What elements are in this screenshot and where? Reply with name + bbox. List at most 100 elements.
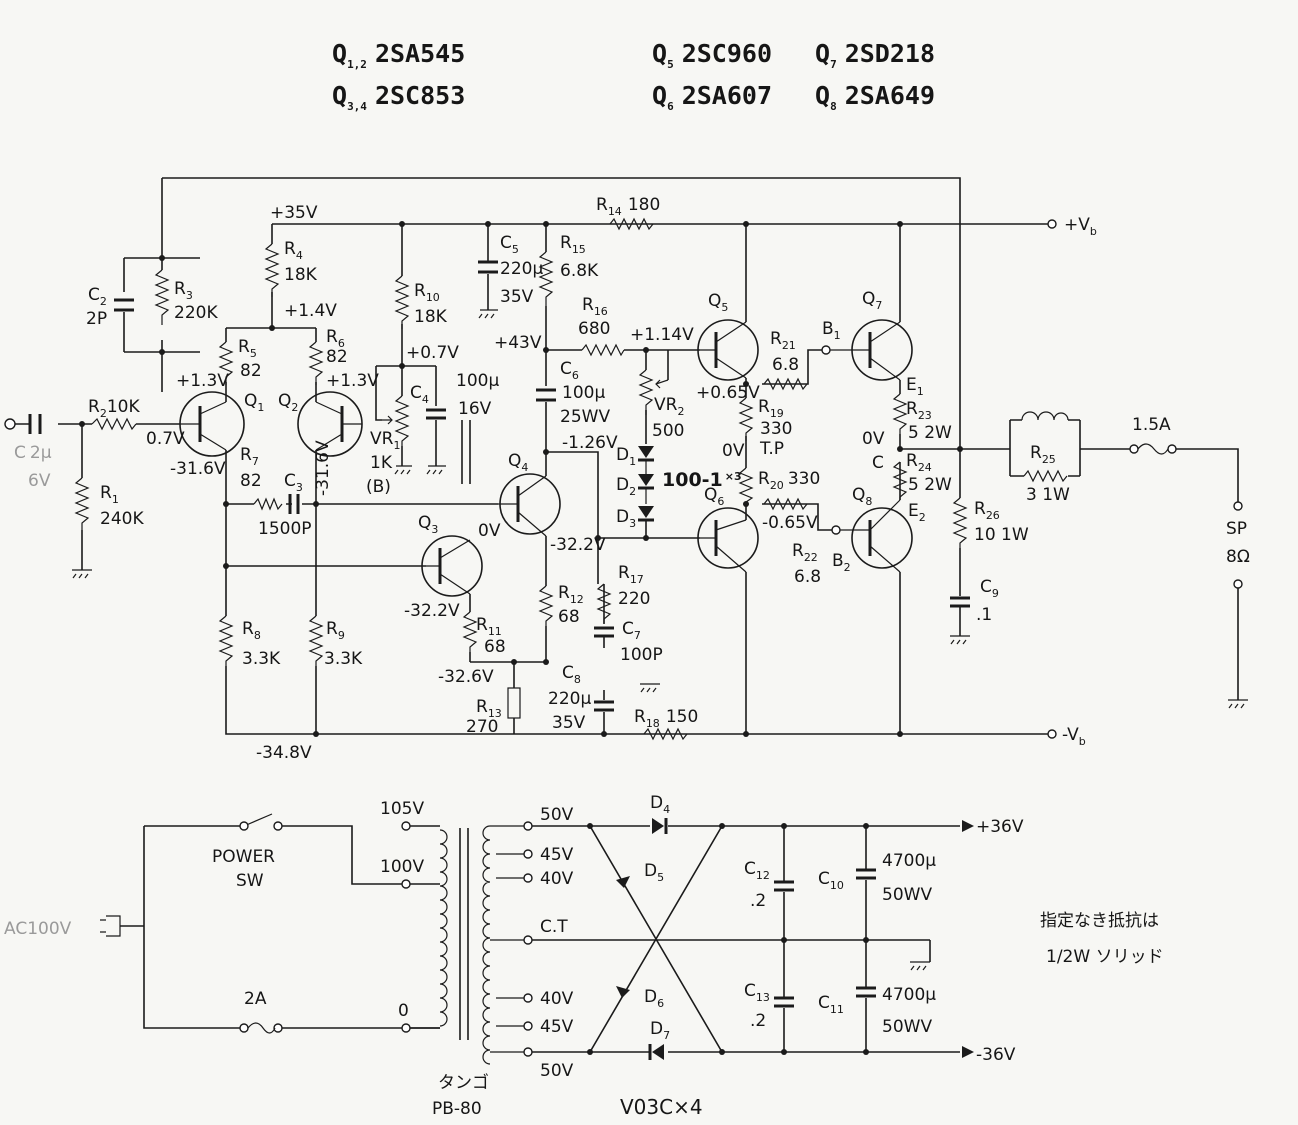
note-line-1: 指定なき抵抗は [1040,911,1159,931]
power-supply-labels: AC100V POWER SW 2A 105V 100V 0 50V 45V 4… [4,793,1024,1119]
sec-50v-top: 50V [540,805,574,825]
svg-text:6.8: 6.8 [794,567,821,587]
r24-label: R24 [906,451,932,474]
svg-text:82: 82 [326,347,348,367]
sec-40v-bottom: 40V [540,989,574,1009]
svg-text:35V: 35V [552,713,586,733]
sec-50v-bottom: 50V [540,1061,574,1081]
svg-text:16V: 16V [458,399,492,419]
c6-label: C6 [560,359,579,382]
voltage-minus1-26: -1.26V [562,433,618,453]
b2-label: B2 [832,551,851,574]
r2-label: R210K [88,397,140,420]
c12-label: C12 [744,859,770,882]
transformer-maker: タンゴ [438,1072,489,1093]
svg-text:(B): (B) [366,477,391,497]
capacitor-symbols [28,260,970,712]
sec-center-tap: C.T [540,917,568,937]
svg-text:220: 220 [618,589,650,609]
voltage-q1-base: 0.7V [146,429,185,449]
svg-text:35V: 35V [500,287,534,307]
svg-text:6V: 6V [28,471,51,491]
svg-text:680: 680 [578,319,610,339]
q1-transistor [179,391,245,457]
r7-label: R7 [240,445,259,468]
svg-text:100μ: 100μ [562,383,605,403]
r8-label: R8 [242,619,261,642]
r9-label: R9 [326,619,345,642]
svg-text:100P: 100P [620,645,663,665]
svg-text:6.8K: 6.8K [560,261,599,281]
svg-text:220μ: 220μ [548,689,591,709]
c7-label: C7 [622,619,641,642]
svg-text:25WV: 25WV [560,407,610,427]
svg-text:4700μ: 4700μ [882,985,936,1005]
d1-label: D1 [616,445,636,468]
r25-label: R25 [1030,443,1056,466]
sec-45v-top: 45V [540,845,574,865]
r21-label: R21 [770,329,796,352]
svg-text:5 2W: 5 2W [908,423,952,443]
c-node-label: C [872,453,884,473]
transformer-model: PB-80 [432,1099,482,1119]
e2-label: E2 [908,501,926,524]
r3-label: R3 [174,279,193,302]
q5-transistor [697,319,759,381]
svg-text:240K: 240K [100,509,144,529]
voltage-plus0-65: +0.65V [696,383,760,403]
sec-45v-bottom: 45V [540,1017,574,1037]
svg-text:100μ: 100μ [456,371,499,391]
svg-text:.2: .2 [750,1011,766,1031]
junction-dots [79,221,963,737]
r12-label: R12 [558,583,584,606]
ac-input-label: AC100V [4,919,72,939]
c2-label: C2 [88,285,107,308]
r19-label: R19 [758,397,784,420]
d4-label: D4 [650,793,670,816]
d3-label: D3 [616,507,636,530]
voltage-out-0v: 0V [862,429,885,449]
r5-label: R5 [238,337,257,360]
vr2-label: VR2 [654,395,684,418]
voltage-tp-0v: 0V [722,441,745,461]
d6-label: D6 [644,987,664,1010]
svg-text:82: 82 [240,361,262,381]
svg-text:220μ: 220μ [500,259,543,279]
voltage-q4-minus32-2: -32.2V [550,535,606,555]
svg-text:1K: 1K [370,453,393,473]
r26-label: R26 [974,499,1000,522]
svg-text:5 2W: 5 2W [908,475,952,495]
r6-label: R6 [326,327,345,350]
resistor-symbols [74,217,1069,741]
svg-text:68: 68 [484,637,506,657]
svg-text:500: 500 [652,421,684,441]
transistor-symbols [179,319,913,597]
voltage-plus1-4: +1.4V [284,301,337,321]
r13-label: R13 [476,697,502,720]
fuse-rating-label: 1.5A [1132,415,1171,435]
voltage-q1-collector: -31.6V [170,459,226,479]
voltage-plus0-7: +0.7V [406,343,459,363]
svg-text:3.3K: 3.3K [324,649,363,669]
c5-label: C5 [500,233,519,256]
svg-text:3.3K: 3.3K [242,649,281,669]
d2-label: D2 [616,475,636,498]
vb-negative-label: -Vb [1062,725,1086,748]
svg-text:2P: 2P [86,309,107,329]
q6-transistor [697,507,759,573]
r10-label: R10 [414,281,440,304]
psu-out-positive: +36V [976,817,1024,837]
tap-0: 0 [398,1001,409,1021]
vb-positive-label: +Vb [1064,215,1097,238]
voltage-minus32-6: -32.6V [438,667,494,687]
voltage-q3-minus32-2: -32.2V [404,601,460,621]
